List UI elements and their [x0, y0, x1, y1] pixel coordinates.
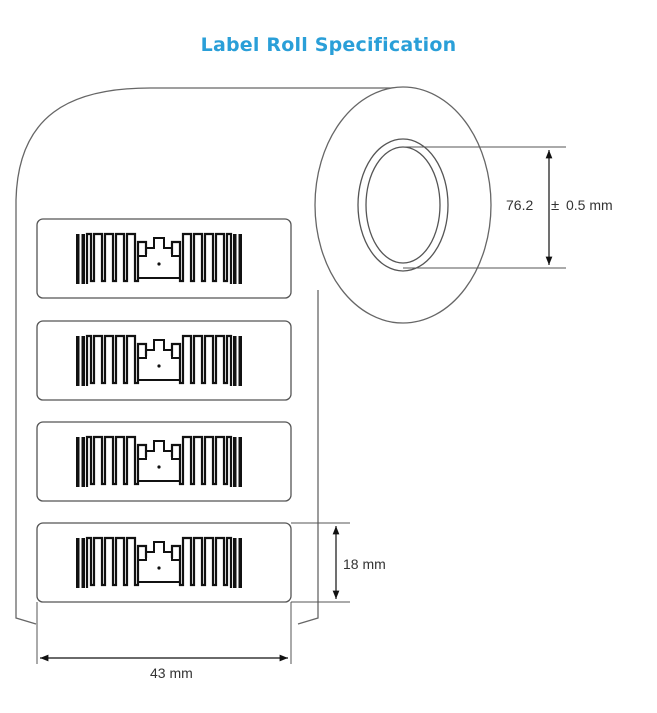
roll-outline: [15, 87, 400, 201]
label-2: [36, 320, 292, 401]
roll-left-edge: [15, 200, 37, 625]
label-height-value: 18 mm: [343, 556, 386, 572]
label-1: [36, 218, 292, 299]
label-4: [36, 522, 292, 603]
label-width-value: 43 mm: [150, 665, 193, 681]
diagram-title: Label Roll Specification: [200, 34, 457, 56]
core-inner: [365, 146, 441, 264]
web-right-edge: [297, 290, 319, 625]
label-3: [36, 421, 292, 502]
core-diameter-value: 76.2: [506, 197, 533, 213]
tolerance-value: 0.5 mm: [566, 197, 613, 213]
tolerance-symbol: ±: [551, 197, 559, 214]
